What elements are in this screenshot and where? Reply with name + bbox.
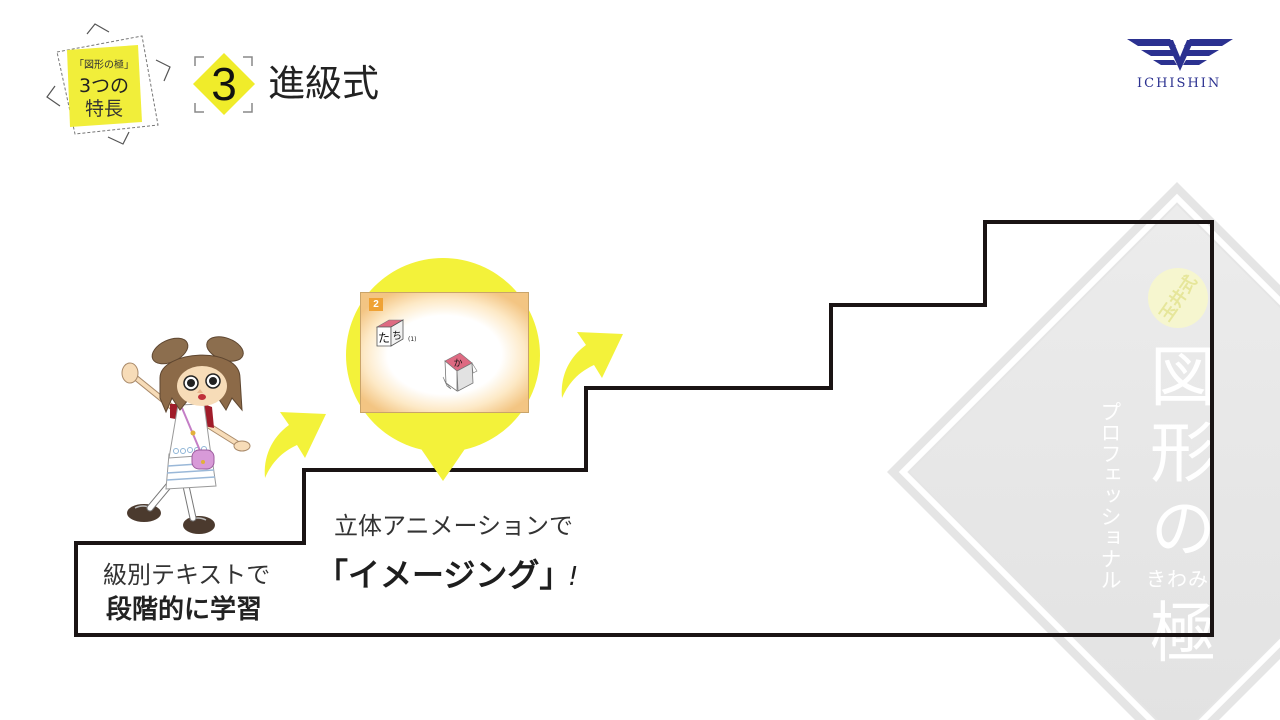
folding-cube-icon: か (442, 352, 478, 392)
feature-badge-line2: 3つの (78, 75, 130, 97)
step1-line1: 級別テキストで (103, 561, 271, 589)
watermark-subtitle: プロフェッショナル (1098, 401, 1122, 590)
character-illustration (121, 336, 251, 534)
animation-preview: 2 た ち (1) か (360, 292, 529, 413)
cube2-top-text: か (453, 358, 462, 369)
feature-badge-line3: 特長 (84, 98, 123, 120)
up-arrow-icon (264, 412, 326, 478)
ichishin-logo-text: ICHISHIN (1137, 76, 1222, 91)
cube-icon: た ち (1) (375, 319, 417, 347)
cube-illustrations: た ち (1) か (375, 319, 478, 392)
step2-exclaim: ! (568, 562, 579, 592)
feature-badge-frame (46, 23, 171, 145)
watermark-ruby: きわみ (1146, 567, 1209, 591)
watermark-circle (1148, 268, 1208, 328)
step1-line2: 段階的に学習 (106, 595, 263, 625)
feature-number: 3 (211, 58, 237, 110)
cube1-front-text: た (378, 331, 390, 345)
step2-line1: 立体アニメーションで (334, 512, 574, 540)
staircase-outline (74, 220, 1214, 637)
cube1-label: (1) (408, 336, 417, 343)
feature-badge: 「図形の極」 3つの 特長 (68, 52, 140, 124)
watermark-title-top: 図形の (1139, 342, 1216, 570)
feature-badge-line1: 「図形の極」 (74, 60, 134, 71)
cube1-side-text: ち (392, 330, 402, 342)
ichishin-logo-icon (1127, 39, 1233, 71)
preview-number-badge: 2 (369, 298, 383, 311)
step2-line2: 「イメージング」 (316, 556, 572, 594)
up-arrow-icon (561, 332, 623, 398)
feature-number-badge (193, 53, 255, 115)
page-title: 進級式 (268, 62, 379, 105)
